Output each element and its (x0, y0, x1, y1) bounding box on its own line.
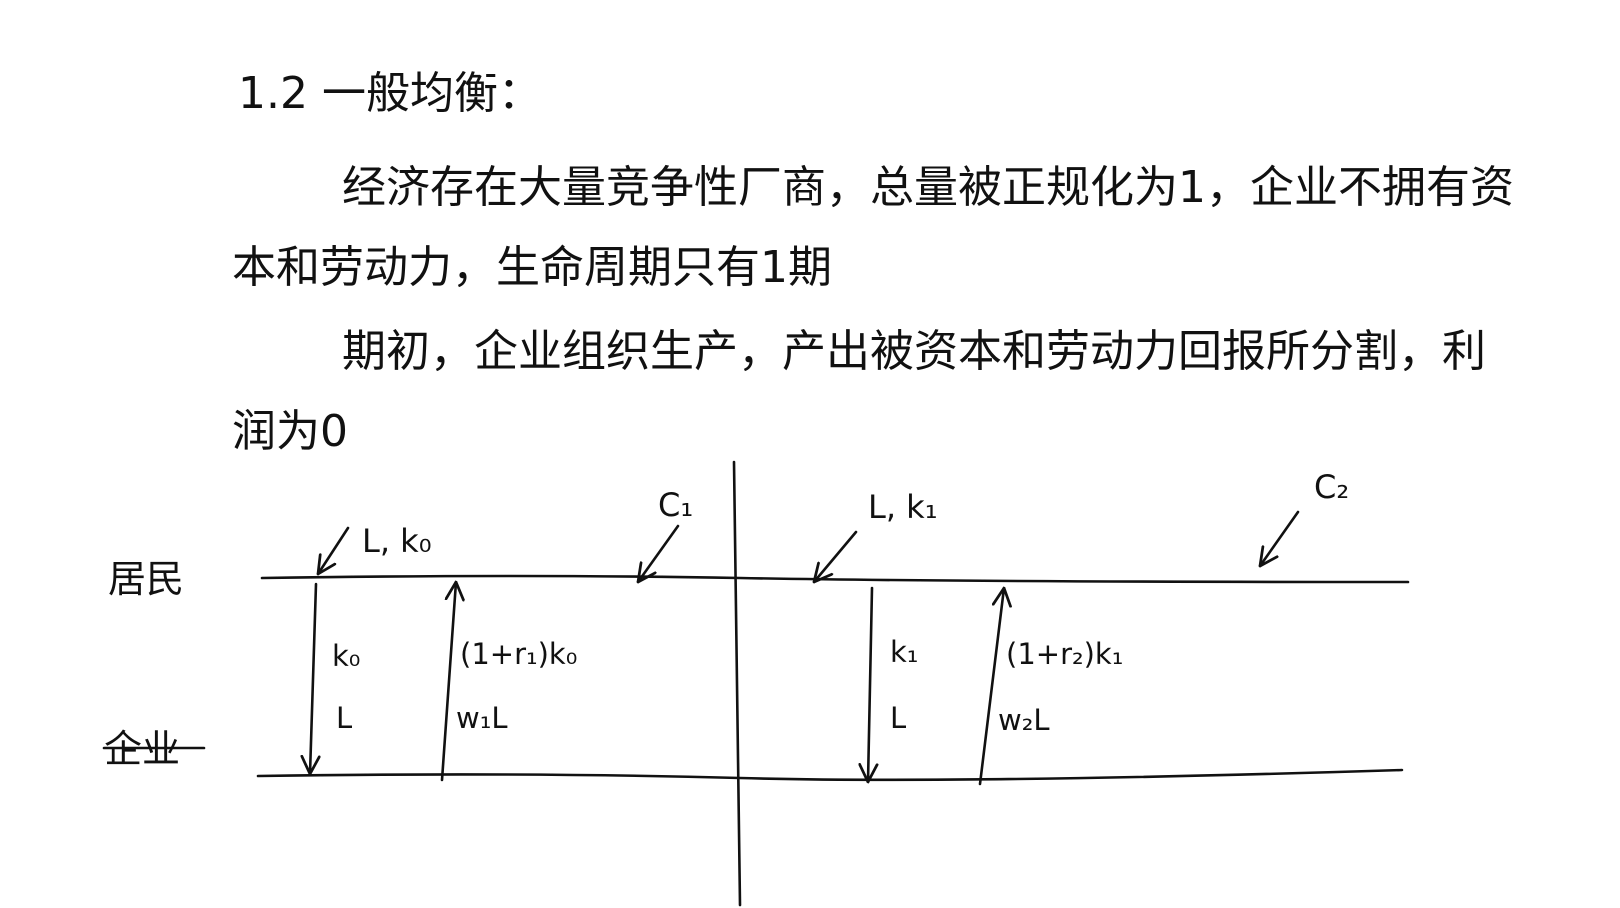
p1-up-wage-label: w₁L (456, 701, 508, 735)
p2-consumption-label: C₂ (1314, 468, 1349, 506)
p2-input-label: L, k₁ (868, 488, 938, 526)
period-divider (732, 460, 742, 907)
p1-consumption-label: C₁ (658, 486, 693, 524)
p2-input-arrow (814, 530, 858, 582)
p1-down-labor-label: L (336, 701, 352, 735)
p1-down-arrow (310, 582, 316, 774)
paragraph-market-setup: 经济存在大量竞争性厂商，总量被正规化为1，企业不拥有资本和劳动力，生命周期只有1… (232, 162, 1514, 293)
p2-up-arrow (978, 588, 1004, 786)
p2-down-labor-label: L (890, 701, 906, 735)
section-heading: 1.2 一般均衡： (238, 68, 542, 119)
p1-down-capital-label: k₀ (332, 639, 360, 673)
paragraph-production: 期初，企业组织生产，产出被资本和劳动力回报所分割，利润为0 (232, 326, 1486, 457)
p1-consumption-arrow (638, 524, 680, 582)
p1-up-capital-return-label: (1+r₁)k₀ (460, 637, 577, 671)
row-label-household: 居民 (108, 557, 184, 601)
household-timeline (260, 574, 1410, 584)
p2-down-arrow (868, 586, 872, 782)
p2-up-wage-label: w₂L (998, 703, 1050, 737)
p1-up-arrow (440, 582, 456, 782)
p1-input-arrow (318, 526, 350, 574)
p2-consumption-arrow (1260, 510, 1300, 566)
p1-input-label: L, k₀ (362, 522, 432, 560)
firm-timeline (256, 768, 1404, 782)
p2-up-capital-return-label: (1+r₂)k₁ (1006, 637, 1123, 671)
p2-down-capital-label: k₁ (890, 635, 918, 669)
